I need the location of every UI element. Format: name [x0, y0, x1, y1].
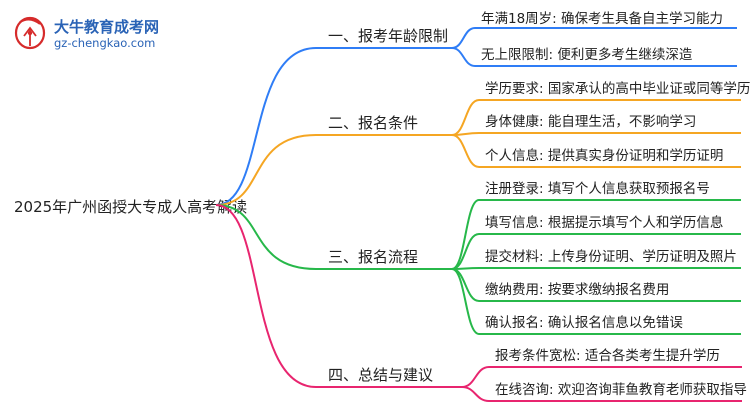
- leaf-connector: [451, 99, 480, 136]
- leaf-connector: [461, 386, 490, 402]
- connectors: [215, 27, 742, 402]
- branch-label: 三、报名流程: [328, 248, 418, 266]
- logo-icon: [14, 16, 46, 50]
- branch-summary: 四、总结与建议 报考条件宽松: 适合各类考生提升学历 在线咨询: 欢迎咨询菲鱼教…: [328, 347, 747, 398]
- branch-label: 一、报考年龄限制: [328, 27, 448, 45]
- logo-title: 大牛教育成考网: [54, 18, 159, 36]
- branch-requirements: 二、报名条件 学历要求: 国家承认的高中毕业证或同等学历 身体健康: 能自理生活…: [328, 80, 750, 164]
- leaf-label: 在线咨询: 欢迎咨询菲鱼教育老师获取指导: [495, 381, 747, 398]
- logo-url: gz-chengkao.com: [54, 36, 155, 50]
- leaf-connector: [451, 27, 476, 49]
- leaf-label: 报考条件宽松: 适合各类考生提升学历: [495, 347, 720, 364]
- branch-connector: [215, 204, 452, 270]
- leaf-label: 无上限限制: 便利更多考生继续深造: [481, 46, 693, 63]
- leaf-label: 身体健康: 能自理生活，不影响学习: [485, 113, 696, 130]
- leaf-label: 注册登录: 填写个人信息获取预报名号: [485, 180, 710, 197]
- leaf-label: 个人信息: 提供真实身份证明和学历证明: [485, 147, 723, 164]
- leaf-label: 年满18周岁: 确保考生具备自主学习能力: [481, 10, 723, 27]
- branch-connector: [215, 47, 452, 206]
- leaf-label: 确认报名: 确认报名信息以免错误: [485, 314, 683, 331]
- branch-connector: [215, 134, 452, 206]
- branch-age-limit: 一、报考年龄限制 年满18周岁: 确保考生具备自主学习能力 无上限限制: 便利更…: [328, 10, 723, 63]
- branch-label: 二、报名条件: [328, 114, 418, 132]
- leaf-connector: [451, 134, 480, 168]
- branch-connector: [215, 204, 462, 388]
- logo: 大牛教育成考网 gz-chengkao.com: [14, 16, 159, 50]
- leaf-label: 学历要求: 国家承认的高中毕业证或同等学历: [485, 80, 750, 97]
- leaf-connector: [461, 366, 490, 388]
- leaf-connector: [451, 268, 480, 302]
- leaf-label: 提交材料: 上传身份证明、学历证明及照片: [485, 248, 737, 265]
- leaf-connector: [451, 47, 476, 67]
- branch-process: 三、报名流程 注册登录: 填写个人信息获取预报名号 填写信息: 根据提示填写个人…: [328, 180, 737, 331]
- branch-label: 四、总结与建议: [328, 366, 433, 384]
- leaf-label: 填写信息: 根据提示填写个人和学历信息: [485, 214, 723, 231]
- leaf-label: 缴纳费用: 按要求缴纳报名费用: [485, 282, 669, 298]
- leaf-connector: [451, 268, 480, 335]
- leaf-connector: [451, 267, 480, 270]
- root-topic: 2025年广州函授大专成人高考解读: [14, 198, 247, 216]
